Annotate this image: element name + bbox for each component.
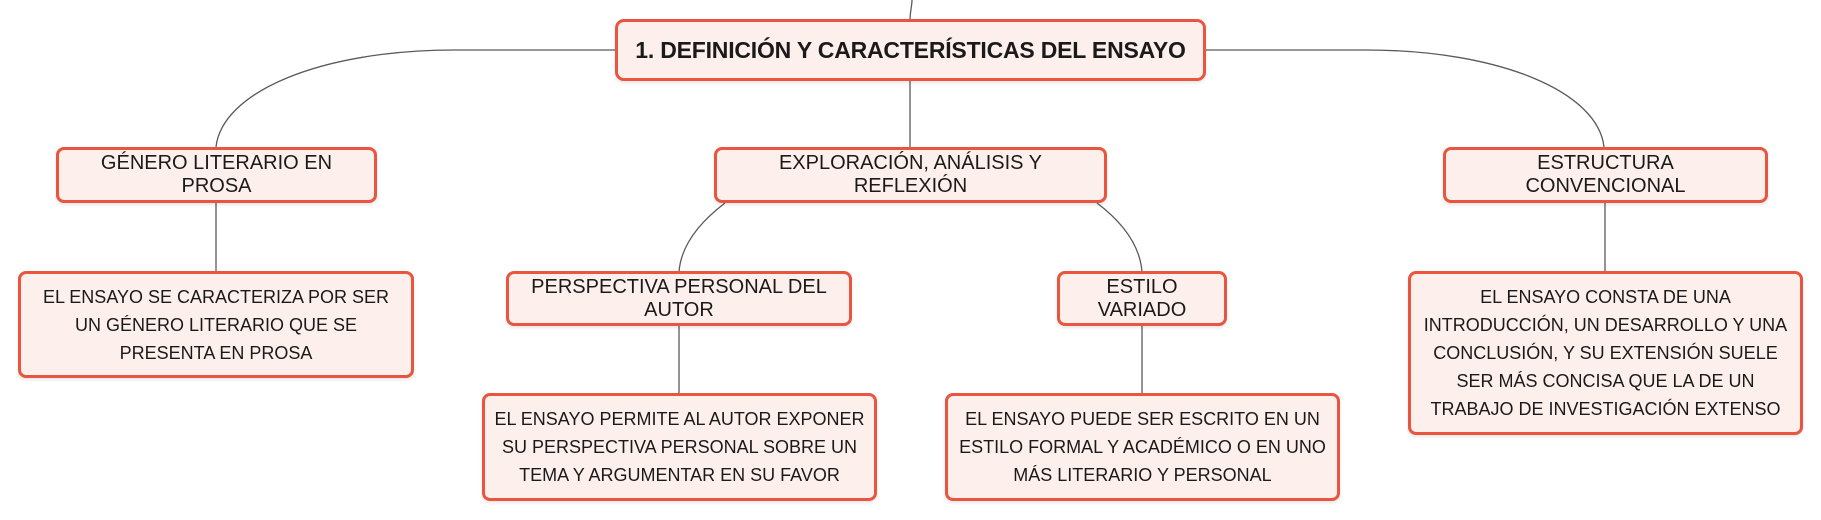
detail-estilo-variado[interactable]: EL ENSAYO PUEDE SER ESCRITO EN UN ESTILO… <box>945 393 1340 501</box>
connector-exploracion-to-estilo <box>1096 202 1143 273</box>
topic-estructura-convencional[interactable]: ESTRUCTURA CONVENCIONAL <box>1443 147 1768 203</box>
topic-perspectiva-personal[interactable]: PERSPECTIVA PERSONAL DEL AUTOR <box>506 271 852 326</box>
detail-genero-literario-text: EL ENSAYO SE CARACTERIZA POR SER UN GÉNE… <box>42 286 390 363</box>
root-topic[interactable]: 1. DEFINICIÓN Y CARACTERÍSTICAS DEL ENSA… <box>615 19 1206 81</box>
topic-perspectiva-personal-label: PERSPECTIVA PERSONAL DEL AUTOR <box>531 275 827 321</box>
topic-estilo-variado[interactable]: ESTILO VARIADO <box>1057 271 1227 326</box>
detail-estilo-variado-text: EL ENSAYO PUEDE SER ESCRITO EN UN ESTILO… <box>959 409 1326 485</box>
detail-genero-literario[interactable]: EL ENSAYO SE CARACTERIZA POR SER UN GÉNE… <box>18 271 414 378</box>
connector-root-to-estructura <box>1204 49 1605 148</box>
root-topic-label: 1. DEFINICIÓN Y CARACTERÍSTICAS DEL ENSA… <box>635 36 1186 63</box>
detail-perspectiva-personal-text: EL ENSAYO PERMITE AL AUTOR EXPONER SU PE… <box>494 409 865 485</box>
connector-root-to-genero <box>215 49 617 148</box>
topic-genero-literario[interactable]: GÉNERO LITERARIO EN PROSA <box>56 147 377 203</box>
topic-exploracion-analisis-label: EXPLORACIÓN, ANÁLISIS Y REFLEXIÓN <box>778 152 1043 197</box>
detail-estructura-convencional[interactable]: EL ENSAYO CONSTA DE UNA INTRODUCCIÓN, UN… <box>1408 271 1803 435</box>
topic-estructura-convencional-label: ESTRUCTURA CONVENCIONAL <box>1525 152 1686 197</box>
topic-exploracion-analisis[interactable]: EXPLORACIÓN, ANÁLISIS Y REFLEXIÓN <box>714 147 1107 203</box>
topic-estilo-variado-label: ESTILO VARIADO <box>1097 275 1187 321</box>
connector-exploracion-to-perspectiva <box>678 202 726 273</box>
detail-perspectiva-personal[interactable]: EL ENSAYO PERMITE AL AUTOR EXPONER SU PE… <box>482 393 877 501</box>
connector-root-parent <box>909 0 913 21</box>
detail-estructura-convencional-text: EL ENSAYO CONSTA DE UNA INTRODUCCIÓN, UN… <box>1423 287 1788 419</box>
topic-genero-literario-label: GÉNERO LITERARIO EN PROSA <box>100 152 333 197</box>
